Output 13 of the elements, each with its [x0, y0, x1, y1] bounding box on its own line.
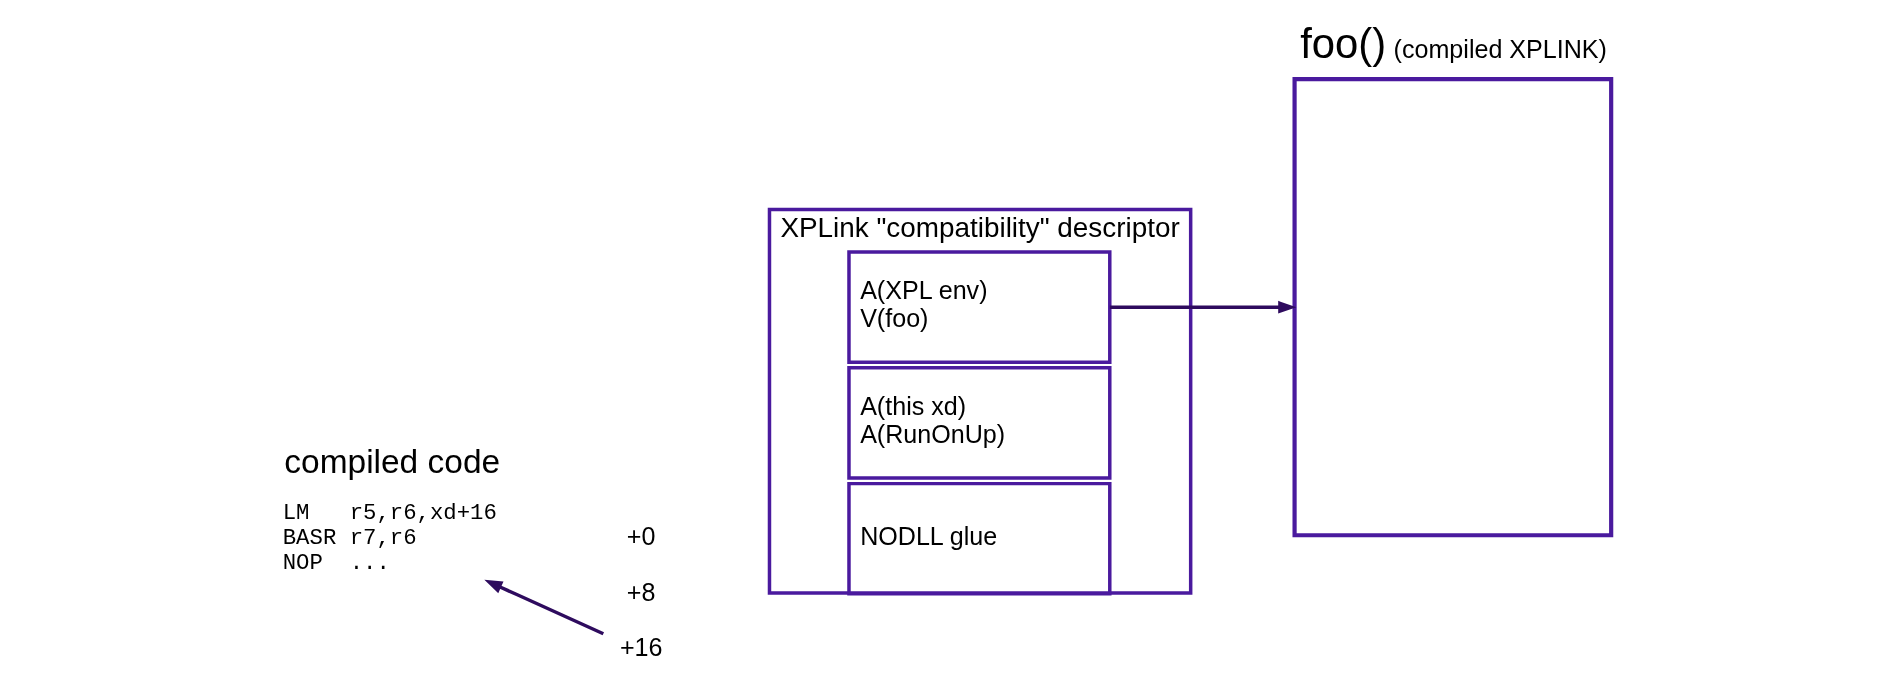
node-text: LM r5,r6,xd+16 BASR r7,r6 NOP ... [282, 499, 497, 577]
label: compiled code [283, 443, 500, 481]
node-box [1292, 77, 1613, 538]
label: +0 [626, 521, 655, 550]
arrow [1109, 300, 1296, 314]
node-box: NODLL glue [846, 481, 1112, 596]
node-label: (compiled XPLINK) [1393, 34, 1607, 63]
node-box: A(this xd) A(RunOnUp) [846, 366, 1112, 480]
arrow [483, 579, 604, 636]
node-label: foo() [1299, 19, 1386, 67]
label: +8 [626, 577, 655, 606]
node-text: +16 [619, 633, 662, 662]
node-box: A(XPL env) V(foo) [846, 250, 1112, 365]
